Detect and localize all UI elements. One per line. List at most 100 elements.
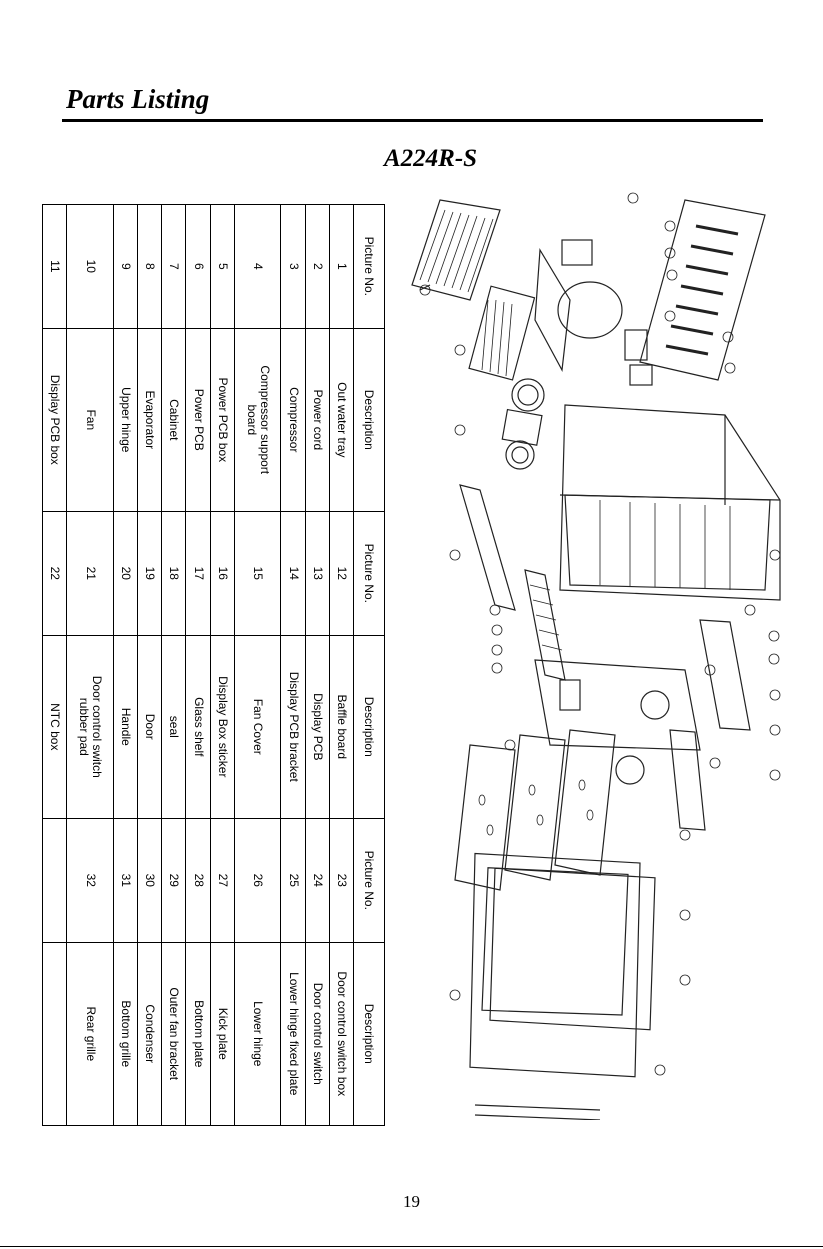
cell-text-line: Outer fan bracket — [167, 987, 182, 1081]
description-cell: Outer fan bracket — [161, 942, 186, 1126]
cell-text-line: 27 — [215, 873, 230, 887]
cell-text-line: Power cord — [310, 389, 325, 451]
description-cell: Fan Cover — [234, 635, 281, 819]
cell-text-line: 20 — [118, 566, 133, 580]
picture-number-cell: 22 — [42, 511, 67, 636]
description-cell: Upper hinge — [113, 328, 138, 512]
description-cell: Glass shelf — [185, 635, 211, 819]
cell-text-line: board — [244, 404, 259, 436]
cell-text-line: Handle — [118, 707, 133, 746]
cell-text-line: 12 — [334, 566, 349, 580]
picture-number-cell: 31 — [113, 818, 138, 943]
cell-text-line: 19 — [143, 566, 158, 580]
description-cell: Door control switch box — [329, 942, 354, 1126]
cell-text-line: 14 — [286, 566, 301, 580]
description-cell: Out water tray — [329, 328, 354, 512]
description-cell: NTC box — [42, 635, 67, 819]
description-cell: Rear grille — [66, 942, 114, 1126]
description-cell: Bottom grille — [113, 942, 138, 1126]
bottom-rule — [0, 1246, 823, 1247]
cell-text-line: seal — [167, 715, 182, 738]
description-cell: Fan — [66, 328, 114, 512]
picture-number-cell: 7 — [161, 204, 186, 329]
cell-text-line: 15 — [251, 566, 266, 580]
picture-number-cell: 4 — [234, 204, 281, 329]
cell-text-line: 17 — [191, 566, 206, 580]
picture-number-cell: 10 — [66, 204, 114, 329]
description-cell: Handle — [113, 635, 138, 819]
description-cell: Lower hinge — [234, 942, 281, 1126]
cell-text-line: 31 — [118, 873, 133, 887]
picture-number-cell: 6 — [185, 204, 211, 329]
model-number: A224R-S — [384, 145, 478, 172]
cell-text-line: 16 — [215, 566, 230, 580]
picture-number-cell — [42, 818, 67, 943]
callout-markers — [419, 192, 781, 1076]
description-cell: Compressor — [280, 328, 306, 512]
rear-grille-drawing — [639, 199, 766, 381]
evaporator-drawing — [468, 285, 536, 381]
cell-text-line: Door — [143, 713, 158, 740]
cell-text-line: 3 — [286, 262, 301, 270]
fan-drawing — [501, 378, 545, 470]
cell-text-line: Door control switch box — [334, 971, 349, 1097]
cell-text-line: Condenser — [143, 1004, 158, 1064]
cell-text-line: 6 — [191, 262, 206, 270]
picture-number-cell: 23 — [329, 818, 354, 943]
cell-text-line: Rear grille — [83, 1006, 98, 1062]
cell-text-line: Glass shelf — [191, 697, 206, 757]
cell-text-line: 5 — [215, 262, 230, 270]
picture-number-cell: 1 — [329, 204, 354, 329]
parts-listing-heading: Parts Listing — [66, 84, 210, 114]
page-number: 19 — [403, 1192, 420, 1211]
description-cell: Display PCB box — [42, 328, 67, 512]
exploded-view-diagram — [400, 190, 810, 1120]
cell-text-line: 28 — [191, 873, 206, 887]
cell-text-line: Bottom plate — [191, 1000, 206, 1068]
description-cell: Display Box sticker — [210, 635, 235, 819]
description-cell: Power cord — [305, 328, 330, 512]
cell-text-line: 13 — [310, 566, 325, 580]
cell-text-line: 18 — [167, 566, 182, 580]
description-cell: Cabinet — [161, 328, 186, 512]
cell-text-line: Compressor — [286, 387, 301, 453]
bottom-plate-drawing — [459, 484, 701, 751]
heading-rule — [62, 119, 763, 122]
description-cell: Bottom plate — [185, 942, 211, 1126]
picture-number-cell: 15 — [234, 511, 281, 636]
description-cell: Power PCB — [185, 328, 211, 512]
cell-text-line: 1 — [334, 262, 349, 270]
cell-text-line: Lower hinge fixed plate — [286, 972, 301, 1096]
cell-text-line: 25 — [286, 873, 301, 887]
cell-text-line: Cabinet — [167, 399, 182, 441]
description-cell: Baffle board — [329, 635, 354, 819]
picture-number-cell: 26 — [234, 818, 281, 943]
table-header-cell: Description — [353, 635, 385, 819]
picture-number-cell: 30 — [137, 818, 162, 943]
cell-text-line: Kick plate — [215, 1007, 230, 1060]
description-cell: Door — [137, 635, 162, 819]
picture-number-cell: 12 — [329, 511, 354, 636]
cell-text-line: 22 — [48, 566, 63, 580]
handle-drawing — [474, 1104, 601, 1120]
picture-number-cell: 24 — [305, 818, 330, 943]
description-cell: Kick plate — [210, 942, 235, 1126]
table-header-cell: Description — [353, 942, 385, 1126]
cell-text-line: 2 — [310, 262, 325, 270]
door-drawing — [469, 852, 656, 1078]
picture-number-cell: 16 — [210, 511, 235, 636]
cell-text-line: Door control switch — [310, 982, 325, 1085]
cell-text-line: 23 — [334, 873, 349, 887]
picture-number-cell: 2 — [305, 204, 330, 329]
